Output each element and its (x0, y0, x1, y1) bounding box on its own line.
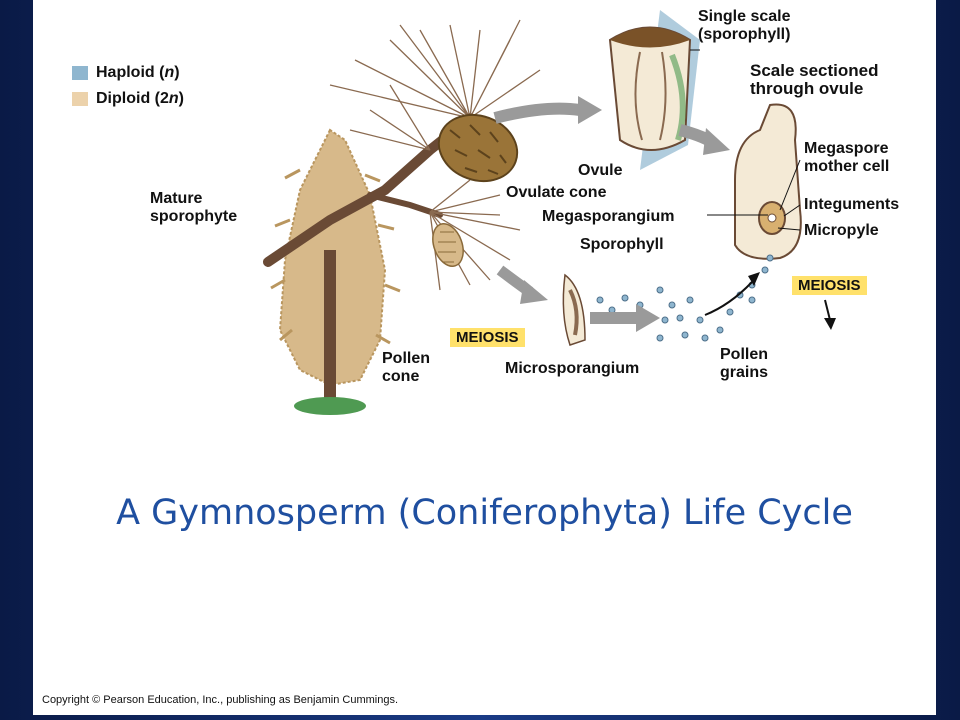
pointer-lines (690, 49, 801, 231)
mature-tree (270, 128, 401, 415)
ground-patch (294, 397, 366, 415)
label-microsporangium: Microsporangium (505, 360, 640, 377)
meiosis-badge-right: MEIOSIS (792, 276, 867, 295)
label-micropyle: Micropyle (804, 222, 879, 239)
haploid-swatch (72, 66, 88, 80)
label-single-scale: Single scale (sporophyll) (698, 8, 791, 43)
label-megasporangium: Megasporangium (542, 208, 675, 225)
single-scale-drawing (608, 10, 700, 170)
sectioned-scale-drawing (734, 103, 802, 260)
slide-title: A Gymnosperm (Coniferophyta) Life Cycle (116, 493, 853, 533)
meiosis-badge-left: MEIOSIS (450, 328, 525, 347)
diploid-legend-label: Diploid (2n) (96, 90, 184, 107)
label-integuments: Integuments (804, 196, 900, 213)
label-ovule: Ovule (578, 162, 623, 179)
label-mature-sporophyte: Mature sporophyte (150, 190, 238, 225)
pollen-cone-drawing (432, 223, 464, 267)
label-sporophyll: Sporophyll (580, 236, 664, 253)
flow-arrows (493, 96, 836, 332)
label-ovulate-cone: Ovulate cone (506, 184, 607, 201)
diploid-swatch (72, 92, 88, 106)
ovulate-cone-drawing (437, 113, 519, 183)
microsporophyll-drawing (562, 273, 586, 346)
pollen-grains-drawing (596, 254, 774, 342)
label-megaspore-mother-cell: Megaspore mother cell (804, 140, 890, 175)
copyright-notice: Copyright © Pearson Education, Inc., pub… (42, 694, 399, 706)
label-scale-sectioned: Scale sectioned through ovule (750, 61, 879, 98)
label-pollen-grains: Pollen grains (720, 346, 769, 381)
label-pollen-cone: Pollen cone (382, 350, 431, 385)
tree-trunk (324, 250, 336, 410)
haploid-legend-label: Haploid (n) (96, 64, 180, 81)
